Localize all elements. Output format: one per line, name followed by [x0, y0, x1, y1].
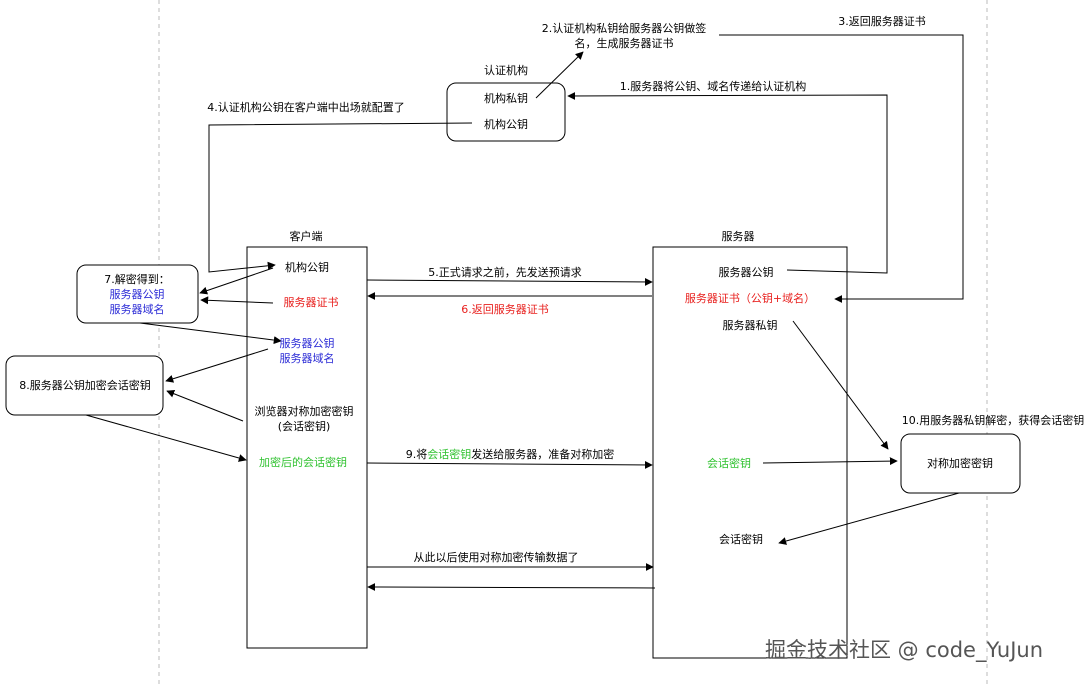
step7-box [76, 264, 199, 324]
step1-label: 1.服务器将公钥、域名传递给认证机构 [620, 79, 807, 93]
step4-label: 4.认证机构公钥在客户端中出场就配置了 [207, 100, 405, 114]
server-title: 服务器 [722, 230, 755, 243]
step9-label: 9.将会话密钥发送给服务器，准备对称加密 [406, 447, 615, 461]
ca-private-key: 机构私钥 [484, 91, 528, 105]
step2-label-line1: 2.认证机构私钥给服务器公钥做签 [542, 21, 707, 35]
arrow-session-key-to-sym [762, 457, 898, 466]
client-box [246, 246, 368, 649]
step9-prefix: 9.将 [406, 448, 428, 461]
client-encrypted-session-key: 加密后的会话密钥 [259, 455, 347, 469]
symmetric-key-box [900, 433, 1021, 494]
step6-label: 6.返回服务器证书 [461, 303, 549, 316]
ca-public-key: 机构公钥 [484, 117, 528, 131]
server-public-key: 服务器公钥 [719, 265, 774, 279]
client-title: 客户端 [290, 229, 323, 243]
step8-label: 8.服务器公钥加密会话密钥 [19, 378, 151, 392]
arrow-private-key-to-decrypt [792, 320, 889, 450]
arrow-send-session-key [366, 460, 653, 469]
server-session-key-decrypted: 会话密钥 [719, 532, 763, 546]
step7-server-domain: 服务器域名 [110, 302, 165, 316]
ca-box [446, 82, 566, 142]
ca-title: 认证机构 [484, 63, 528, 77]
arrow-cert-to-decrypt [200, 296, 274, 305]
arrow-decrypt-to-client [139, 322, 282, 345]
step9-suffix: 发送给服务器，准备对称加密 [471, 447, 614, 461]
server-certificate-full: 服务器证书（公钥+域名） [685, 291, 815, 305]
server-private-key: 服务器私钥 [723, 318, 778, 332]
client-symmetric-key-line1: 浏览器对称加密密钥 [255, 404, 354, 418]
client-ca-public-key: 机构公钥 [285, 260, 329, 274]
step5-label: 5.正式请求之前，先发送预请求 [428, 265, 582, 279]
step9-session-key: 会话密钥 [427, 447, 471, 461]
arrow-symkey-to-encrypt [166, 389, 244, 422]
arrow-pubkey-to-encrypt [165, 348, 269, 383]
client-server-certificate: 服务器证书 [284, 296, 339, 309]
client-server-public-key: 服务器公钥 [280, 336, 335, 350]
step10-label: 10.用服务器私钥解密，获得会话密钥 [902, 413, 1085, 427]
client-server-domain: 服务器域名 [280, 351, 335, 365]
watermark: 掘金技术社区 @ code_YuJun [765, 638, 1043, 663]
arrow-sym-to-session-key [778, 492, 960, 545]
step2-label-line2: 名，生成服务器证书 [575, 36, 674, 50]
arrow-pre-request [366, 277, 653, 286]
arrow-encrypt-to-client [85, 414, 247, 462]
server-box [652, 246, 848, 659]
step7-server-public-key: 服务器公钥 [110, 287, 165, 301]
symmetric-key-box-label: 对称加密密钥 [927, 456, 993, 470]
symmetric-transfer-label: 从此以后使用对称加密传输数据了 [414, 550, 579, 564]
step8-box [5, 355, 164, 416]
arrow-return-cert-to-server [719, 34, 964, 303]
arrow-ca-pubkey-to-client [208, 122, 473, 273]
arrow-server-to-ca [567, 91, 888, 274]
client-symmetric-key-line2: (会话密钥) [278, 419, 331, 433]
arrow-symmetric-to-client [367, 583, 656, 592]
step3-label: 3.返回服务器证书 [838, 15, 926, 28]
step7-title: 7.解密得到： [104, 272, 170, 286]
arrow-ca-sign [535, 51, 584, 99]
server-session-key: 会话密钥 [707, 456, 751, 470]
arrow-ca-key-to-decrypt [199, 267, 274, 295]
